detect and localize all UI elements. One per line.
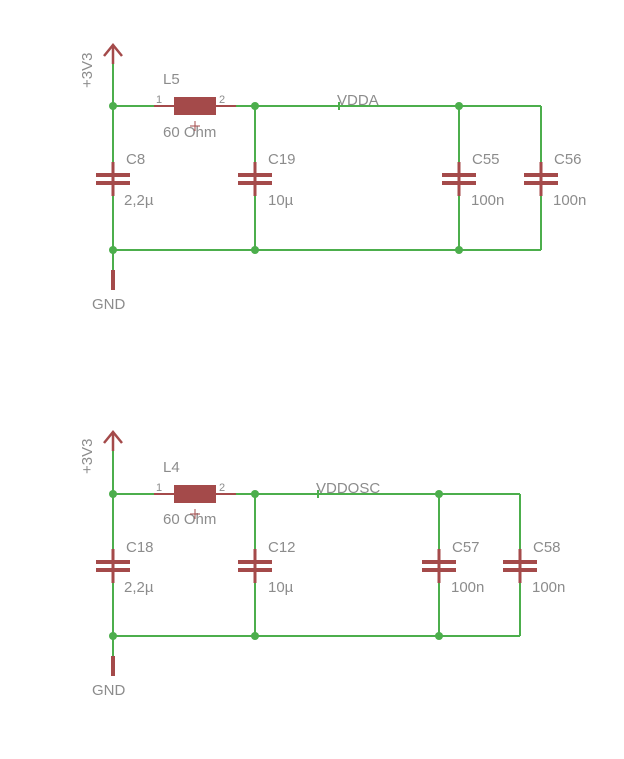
circuit-vddosc: +3V3 L4 1 2: [79, 430, 565, 699]
capacitor-value: 2,2µ: [124, 579, 154, 596]
junction-dot: [251, 246, 259, 254]
inductor-l4: L4 1 2 60 Ohm: [154, 459, 236, 528]
capacitor-c12: C12 10µ: [238, 539, 296, 596]
junction-dot: [251, 490, 259, 498]
supply-label: +3V3: [79, 53, 96, 88]
junction-dot: [109, 102, 117, 110]
ground-symbol: GND: [92, 656, 126, 699]
ground-symbol: GND: [92, 270, 126, 313]
junction-dot: [435, 490, 443, 498]
ground-label: GND: [92, 682, 126, 699]
capacitor-value: 100n: [553, 192, 586, 209]
capacitor-c55: C55 100n: [442, 151, 504, 209]
capacitor-name: C8: [126, 151, 145, 168]
inductor-pin2: 2: [219, 482, 225, 494]
inductor-name: L4: [163, 459, 180, 476]
wires: [112, 64, 542, 270]
capacitor-c58: C58 100n: [503, 539, 565, 596]
junction-dot: [455, 246, 463, 254]
capacitor-name: C12: [268, 539, 296, 556]
capacitor-name: C57: [452, 539, 480, 556]
capacitor-name: C55: [472, 151, 500, 168]
capacitor-value: 10µ: [268, 192, 294, 209]
net-label: VDDA: [337, 92, 379, 109]
supply-symbol: +3V3: [79, 43, 123, 88]
junction-dot: [251, 102, 259, 110]
circuit-vdda: +3V3 L5 1 2: [79, 43, 586, 313]
capacitor-c18: C18 2,2µ: [96, 539, 154, 596]
capacitor-value: 2,2µ: [124, 192, 154, 209]
net-label: VDDOSC: [316, 480, 380, 497]
capacitor-name: C19: [268, 151, 296, 168]
inductor-value: 60 Ohm: [163, 124, 216, 141]
junction-dot: [455, 102, 463, 110]
capacitor-c57: C57 100n: [422, 539, 484, 596]
junction-dot: [109, 246, 117, 254]
inductor-l5: L5 1 2 60 Ohm: [154, 71, 236, 141]
capacitor-name: C18: [126, 539, 154, 556]
ground-label: GND: [92, 296, 126, 313]
capacitor-name: C56: [554, 151, 582, 168]
inductor-pin1: 1: [156, 482, 162, 494]
wires: [112, 451, 521, 656]
junction-dot: [109, 490, 117, 498]
capacitor-value: 10µ: [268, 579, 294, 596]
capacitor-value: 100n: [451, 579, 484, 596]
junction-dot: [435, 632, 443, 640]
supply-symbol: +3V3: [79, 430, 123, 474]
supply-label: +3V3: [79, 439, 96, 474]
inductor-pin1: 1: [156, 94, 162, 106]
junction-dot: [109, 632, 117, 640]
junction-dot: [251, 632, 259, 640]
inductor-name: L5: [163, 71, 180, 88]
inductor-pin2: 2: [219, 94, 225, 106]
capacitor-name: C58: [533, 539, 561, 556]
capacitor-value: 100n: [471, 192, 504, 209]
capacitor-c56: C56 100n: [524, 151, 586, 209]
capacitor-c8: C8 2,2µ: [96, 151, 154, 209]
capacitor-c19: C19 10µ: [238, 151, 296, 209]
capacitor-value: 100n: [532, 579, 565, 596]
inductor-value: 60 Ohm: [163, 511, 216, 528]
